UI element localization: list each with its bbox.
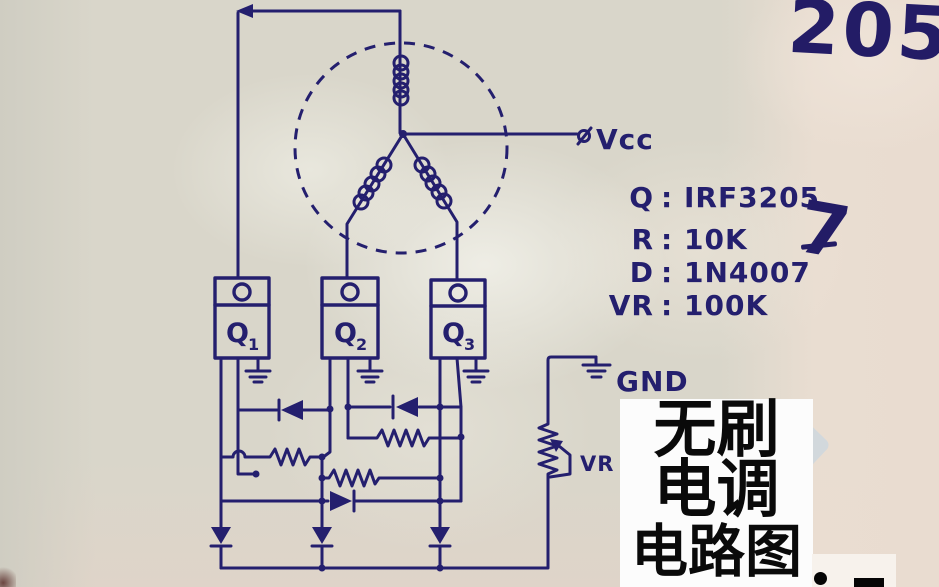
vcc-branch: Vcc bbox=[401, 123, 654, 156]
legend-row-r: R : 10K bbox=[631, 223, 748, 256]
q3-label: Q bbox=[442, 318, 466, 349]
ground-symbol bbox=[244, 369, 272, 384]
diode-d4 bbox=[219, 489, 463, 513]
photo-corner-smudge bbox=[0, 566, 16, 587]
q3-label-sub: 3 bbox=[464, 335, 476, 354]
legend-key: VR bbox=[609, 289, 654, 322]
legend-key: Q bbox=[629, 181, 654, 214]
legend: Q : IRF3205 R : 10K D : 1N4007 VR : 100K bbox=[609, 181, 820, 322]
gate-stub-wire bbox=[236, 408, 258, 476]
legend-key: R bbox=[631, 223, 654, 256]
legend-value: IRF3205 bbox=[684, 181, 820, 214]
legend-key: D bbox=[630, 256, 654, 289]
mounting-hole-icon bbox=[232, 282, 252, 302]
arrow-left-icon bbox=[236, 4, 253, 18]
gate-network bbox=[219, 394, 465, 529]
gnd-label: GND bbox=[616, 365, 689, 398]
motor-windings bbox=[345, 54, 459, 282]
overlay-line: 电路图 bbox=[631, 518, 802, 585]
overlay-punctuation-dot bbox=[814, 572, 827, 585]
mounting-hole-icon bbox=[448, 283, 468, 303]
q1-label-sub: 1 bbox=[248, 335, 260, 354]
resistor-r3 bbox=[320, 468, 442, 488]
resistor-r1 bbox=[346, 428, 463, 448]
resistor-r2 bbox=[219, 447, 324, 467]
legend-value: 1N4007 bbox=[684, 256, 811, 289]
vcc-label: Vcc bbox=[596, 123, 654, 156]
mosfet-q1-package: Q 1 bbox=[213, 276, 272, 529]
q2-label: Q bbox=[334, 318, 358, 349]
q1-label: Q bbox=[226, 318, 250, 349]
vr-wiper-arrow bbox=[548, 439, 572, 479]
motor-boundary-dashed-circle bbox=[293, 41, 509, 255]
winding-coil-right bbox=[413, 156, 453, 210]
junction-dots bbox=[252, 403, 465, 505]
mosfet-q2-package: Q 2 bbox=[320, 276, 384, 440]
legend-row-vr: VR : 100K bbox=[609, 289, 768, 322]
legend-sep: : bbox=[661, 223, 673, 256]
vr-resistor-body bbox=[537, 418, 559, 482]
diode-down-2 bbox=[310, 527, 334, 570]
video-title-overlay: 无刷 电调 电路图 bbox=[620, 392, 813, 587]
vcc-terminal-icon bbox=[577, 129, 591, 143]
legend-row-d: D : 1N4007 bbox=[630, 256, 811, 289]
winding-wire-right bbox=[401, 132, 459, 282]
diode-down-1 bbox=[209, 527, 233, 570]
overlay-line: 电调 bbox=[653, 452, 780, 526]
ground-symbol bbox=[581, 355, 612, 379]
ground-symbol bbox=[462, 369, 490, 384]
ground-symbol bbox=[356, 369, 384, 384]
legend-value: 10K bbox=[684, 223, 748, 256]
top-rail bbox=[236, 4, 402, 280]
overlay-line: 无刷 bbox=[653, 392, 780, 466]
winding-coil-top bbox=[392, 54, 410, 107]
legend-sep: : bbox=[661, 289, 673, 322]
q2-label-sub: 2 bbox=[356, 335, 368, 354]
overlay-punctuation-dash bbox=[854, 578, 884, 587]
gnd-branch: GND bbox=[546, 355, 689, 422]
mounting-hole-icon bbox=[340, 282, 360, 302]
vr-label: VR bbox=[580, 452, 614, 476]
winding-wire-left bbox=[345, 132, 405, 280]
diode-d1 bbox=[236, 398, 332, 422]
bottom-rail bbox=[219, 478, 550, 572]
bottom-diodes bbox=[209, 527, 452, 570]
center-column-wire bbox=[320, 407, 332, 529]
vr-potentiometer: VR bbox=[537, 418, 614, 482]
legend-value: 100K bbox=[684, 289, 768, 322]
legend-sep: : bbox=[661, 256, 673, 289]
winding-coil-left bbox=[352, 156, 393, 211]
diode-d2 bbox=[346, 394, 463, 420]
legend-row-q: Q : IRF3205 bbox=[629, 181, 820, 214]
legend-sep: : bbox=[661, 181, 673, 214]
diode-down-3 bbox=[428, 527, 452, 570]
overlay-punctuation-patch bbox=[812, 554, 896, 587]
handwritten-note-205: 205 bbox=[785, 0, 939, 79]
